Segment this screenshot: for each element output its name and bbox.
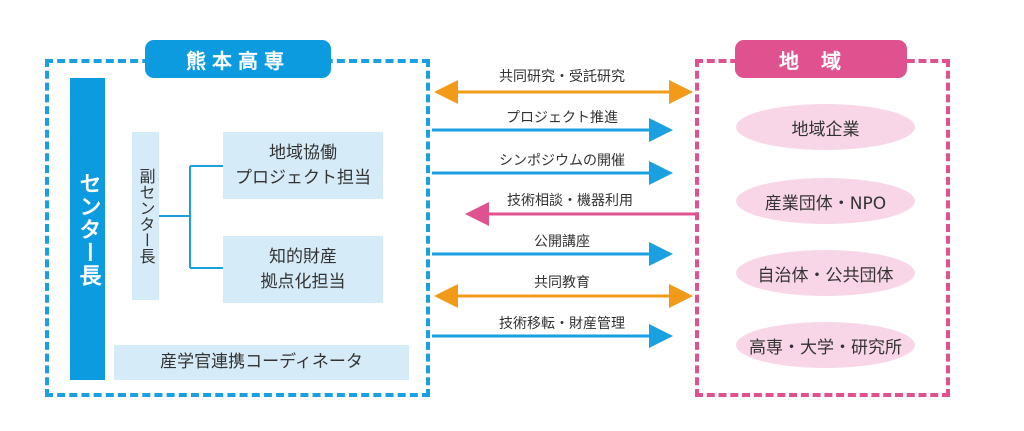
label-open-lecture: 公開講座 [534,234,590,250]
label-tech-transfer: 技術移転・財産管理 [499,316,625,332]
label-symposium: シンポジウムの開催 [499,153,625,169]
region-member-companies: 地域企業 [736,104,915,150]
region-member-government: 自治体・公共団体 [736,250,915,296]
regional-project-line1: 地域協働 [269,142,337,163]
ip-line1: 知的財産 [269,246,337,267]
label-joint-research: 共同研究・受託研究 [499,69,625,85]
region-title: 地域 [735,40,907,78]
region-member-industry-npo: 産業団体・NPO [736,178,915,224]
vice-director-box: 副センター長 [132,132,159,300]
director-box: センター長 [70,78,105,380]
label-joint-education: 共同教育 [534,275,590,291]
kosen-title: 熊本高専 [145,40,331,78]
region-member-academia: 高専・大学・研究所 [736,322,915,368]
regional-project-line2: プロジェクト担当 [235,167,371,188]
label-consultation: 技術相談・機器利用 [507,193,633,209]
label-project: プロジェクト推進 [506,110,618,126]
regional-project-box: 地域協働 プロジェクト担当 [223,132,383,199]
ip-line2: 拠点化担当 [260,271,346,292]
ip-box: 知的財産 拠点化担当 [223,236,383,303]
coordinator-box: 産学官連携コーディネータ [114,345,409,380]
